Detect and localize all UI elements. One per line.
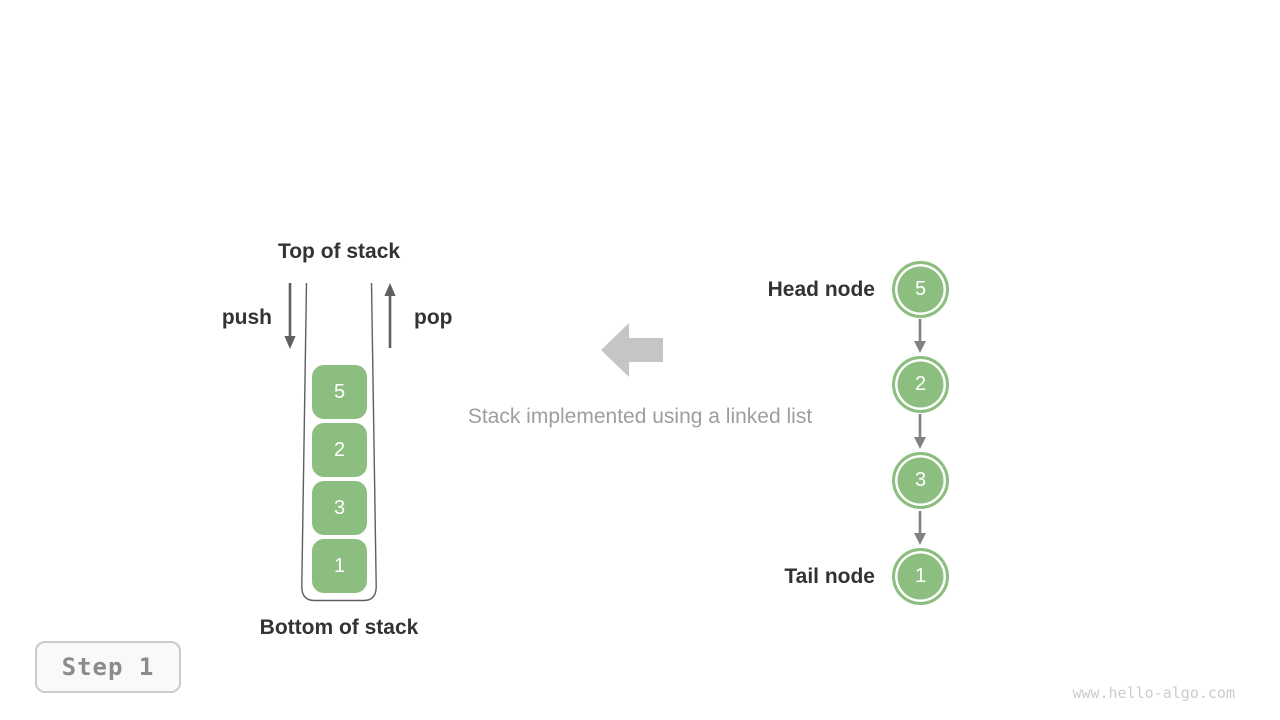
step-badge-label: Step 1 — [61, 653, 155, 681]
link-arrow-icon — [914, 511, 926, 545]
link-arrow-icon — [914, 319, 926, 353]
watermark-text: www.hello-algo.com — [1072, 684, 1235, 702]
top-of-stack-label: Top of stack — [277, 240, 401, 263]
stack-container-outline — [301, 282, 377, 602]
list-node: 2 — [892, 356, 949, 413]
tail-node-label: Tail node — [784, 565, 875, 588]
head-node-label: Head node — [767, 278, 875, 301]
push-label: push — [221, 306, 272, 329]
stack-item: 2 — [312, 423, 367, 477]
pop-label: pop — [414, 306, 453, 329]
stack-item: 5 — [312, 365, 367, 419]
pop-arrow-icon — [384, 283, 396, 348]
bottom-of-stack-label: Bottom of stack — [259, 616, 419, 639]
push-arrow-icon — [284, 283, 296, 349]
list-node: 1 — [892, 548, 949, 605]
stack-item: 1 — [312, 539, 367, 593]
left-block-arrow-icon — [601, 323, 663, 377]
list-node: 3 — [892, 452, 949, 509]
step-badge: Step 1 — [35, 641, 181, 693]
link-arrow-icon — [914, 414, 926, 449]
stack-item: 3 — [312, 481, 367, 535]
figure-caption: Stack implemented using a linked list — [467, 405, 813, 428]
list-node: 5 — [892, 261, 949, 318]
